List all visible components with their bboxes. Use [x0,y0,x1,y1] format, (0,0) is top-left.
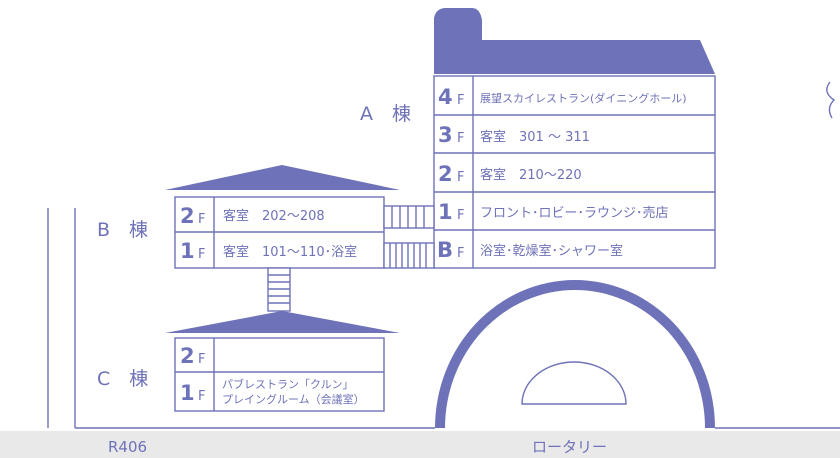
svg-text:2: 2 [180,344,195,368]
svg-text:F: F [198,212,205,227]
svg-text:客室 202～208: 客室 202～208 [223,208,325,224]
svg-text:客室 210～220: 客室 210～220 [480,167,582,183]
svg-text:4: 4 [438,85,453,109]
decorative-mark [826,81,836,119]
svg-text:2: 2 [438,162,453,186]
b-floor-2: 2 F 客室 202～208 [180,204,325,228]
c-building-roof [165,311,400,333]
svg-text:F: F [457,93,464,108]
stair-b-c [267,267,291,312]
svg-text:F: F [457,208,464,223]
c-building-body [174,337,385,412]
a-floor-4: 4 F 展望スカイレストラン(ダイニングホール) [438,85,687,109]
svg-text:客室 101～110･浴室: 客室 101～110･浴室 [223,244,357,260]
a-floor-2: 2 F 客室 210～220 [438,162,582,186]
svg-text:B: B [437,238,453,262]
a-building-label: A 棟 [360,103,411,125]
svg-text:3: 3 [438,123,453,147]
rotary-arch [435,280,715,428]
svg-text:浴室･乾燥室･シャワー室: 浴室･乾燥室･シャワー室 [480,243,623,259]
c-floor-2: 2 F [180,344,205,368]
b-floor-1: 1 F 客室 101～110･浴室 [180,239,357,263]
a-building-body [433,75,716,269]
svg-text:パブレストラン「クルン」: パブレストラン「クルン」 [222,377,353,391]
svg-text:2: 2 [180,204,195,228]
bridge-b-a-upper [383,205,435,229]
a-floor-3: 3 F 客室 301 ～ 311 [438,123,590,147]
rotary-label: ロータリー [532,438,607,456]
svg-text:1: 1 [180,239,195,263]
c-floor-1: 1 F パブレストラン「クルン」 プレイングルーム（会議室） [180,377,365,406]
bridge-b-a-lower [383,242,435,269]
b-building-roof [165,165,400,190]
a-floor-1: 1 F フロント･ロビー･ラウンジ･売店 [438,200,669,224]
svg-text:F: F [457,246,464,261]
svg-text:F: F [457,170,464,185]
a-floor-b: B F 浴室･乾燥室･シャワー室 [437,238,623,262]
rotary-inner-arch [521,361,627,405]
svg-text:1: 1 [438,200,453,224]
svg-text:1: 1 [180,381,195,405]
ground-band [0,431,840,458]
svg-text:プレイングルーム（会議室）: プレイングルーム（会議室） [222,392,365,406]
svg-text:展望スカイレストラン(ダイニングホール): 展望スカイレストラン(ダイニングホール) [480,91,687,105]
svg-text:F: F [198,247,205,262]
svg-text:フロント･ロビー･ラウンジ･売店: フロント･ロビー･ラウンジ･売店 [480,205,669,221]
a-building-roof [434,40,715,74]
c-building-label: C 棟 [97,368,148,390]
svg-text:F: F [198,389,205,404]
road-r406-label: R406 [108,438,147,456]
svg-text:客室 301 ～ 311: 客室 301 ～ 311 [480,129,590,145]
svg-text:F: F [457,131,464,146]
svg-text:F: F [198,352,205,367]
b-building-label: B 棟 [97,219,148,241]
